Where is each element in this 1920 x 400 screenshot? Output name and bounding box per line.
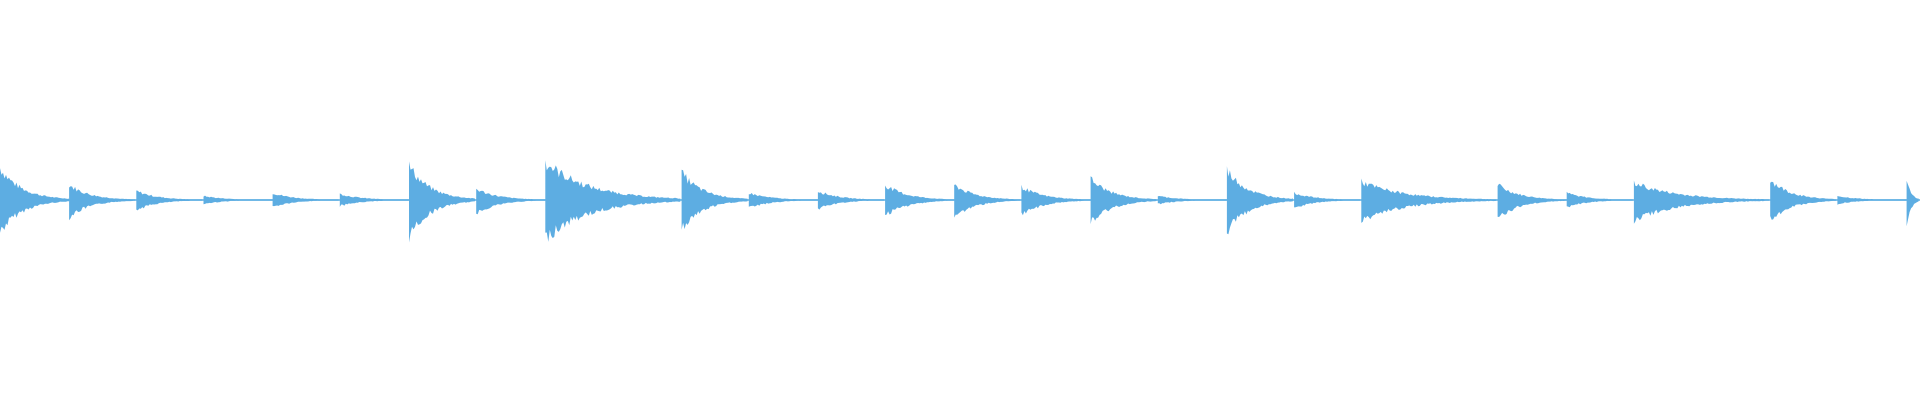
- note-envelope: [1906, 180, 1919, 227]
- note-envelope: [1294, 191, 1361, 208]
- note-envelope: [885, 185, 955, 215]
- note-envelope: [681, 169, 748, 230]
- note-envelope: [69, 186, 136, 221]
- note-envelope: [1226, 166, 1293, 235]
- note-envelope: [1837, 196, 1907, 205]
- note-envelope: [1090, 176, 1157, 225]
- note-envelope: [545, 160, 681, 242]
- note-envelope: [1157, 196, 1227, 205]
- waveform-envelopes: [0, 160, 1919, 243]
- note-envelope: [1770, 181, 1837, 220]
- note-envelope: [339, 193, 409, 207]
- note-envelope: [476, 188, 546, 215]
- note-envelope: [136, 190, 203, 211]
- note-envelope: [1021, 184, 1091, 216]
- note-envelope: [817, 192, 884, 210]
- note-envelope: [1633, 180, 1769, 224]
- note-envelope: [954, 184, 1021, 218]
- note-envelope: [272, 194, 339, 207]
- note-envelope: [748, 193, 818, 207]
- note-envelope: [409, 161, 475, 243]
- note-envelope: [203, 195, 273, 205]
- note-envelope: [0, 168, 69, 233]
- note-envelope: [1497, 183, 1567, 217]
- note-envelope: [1566, 191, 1633, 208]
- note-envelope: [1361, 178, 1497, 223]
